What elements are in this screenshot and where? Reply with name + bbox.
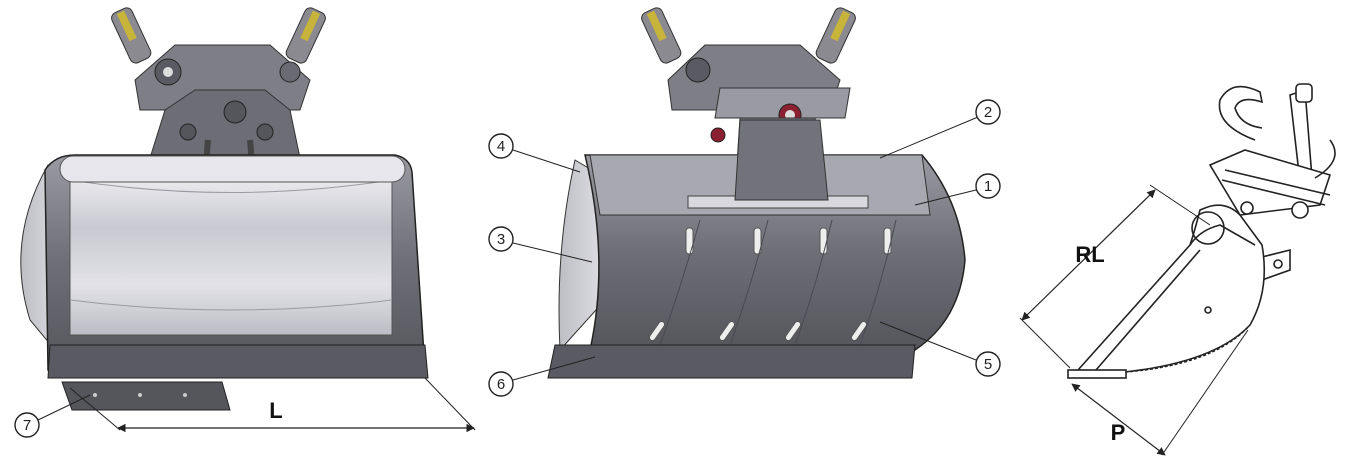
callout-circle-5 [975, 351, 1001, 377]
callout-label-4: 4 [497, 138, 505, 155]
callout-label-1: 1 [984, 178, 992, 195]
rear-wear-strips [648, 227, 892, 342]
callout-circle-3 [488, 226, 514, 252]
rear-callouts: 4 3 6 2 1 5 [488, 99, 1001, 397]
callout-circle-1 [975, 173, 1001, 199]
dimension-P: P [1071, 329, 1249, 456]
callout-label-6: 6 [497, 376, 505, 393]
callout-circle-6 [488, 371, 514, 397]
callout-circle-4 [488, 133, 514, 159]
side-hook [1218, 85, 1264, 141]
front-top-tube [59, 155, 406, 183]
dimension-label-L: L [269, 398, 282, 423]
callout-circle-7 [14, 412, 40, 438]
callout-label-7: 7 [23, 417, 31, 434]
rear-cutting-edge [547, 344, 916, 379]
rear-view: 4 3 6 2 1 5 [488, 7, 1001, 397]
callout-label-3: 3 [497, 231, 505, 248]
callout-circle-2 [975, 99, 1001, 125]
callout-label-2: 2 [984, 104, 992, 121]
side-view [1067, 83, 1336, 379]
front-view: L 7 [14, 7, 476, 438]
callout-label-5: 5 [984, 356, 992, 373]
dimension-RL: RL [1019, 184, 1211, 369]
front-bolt-on-edge [61, 381, 231, 411]
dimension-label-RL: RL [1075, 242, 1104, 267]
dimension-label-P: P [1111, 420, 1126, 445]
front-cutting-edge [47, 344, 429, 379]
